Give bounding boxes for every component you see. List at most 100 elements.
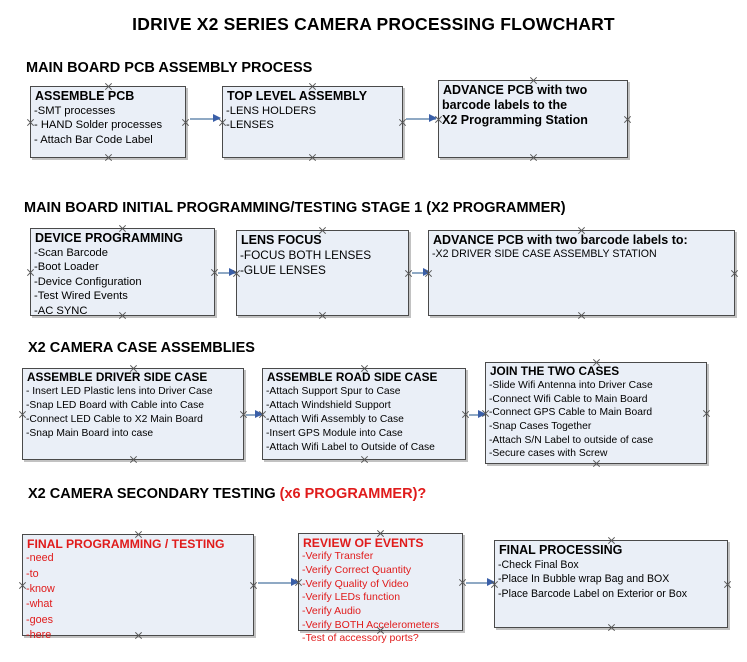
node-item: -Slide Wifi Antenna into Driver Case [489, 379, 653, 391]
node-items: -Verify Transfer -Verify Correct Quantit… [299, 550, 462, 645]
arrow-head-icon [213, 114, 221, 122]
node-item: -need [26, 552, 54, 565]
arrow-head-icon [487, 578, 495, 586]
connector-arrow [466, 578, 495, 587]
section-header-3-text: X2 CAMERA CASE ASSEMBLIES [28, 340, 255, 356]
node-item: -Check Final Box [498, 558, 579, 571]
node-item: -Verify Transfer [302, 550, 374, 563]
node-item: -Snap LED Board with Cable into Case [26, 399, 205, 411]
node-lens-focus[interactable]: LENS FOCUS -FOCUS BOTH LENSES -GLUE LENS… [236, 230, 409, 316]
node-items: barcode labels to the X2 Programming Sta… [439, 98, 627, 129]
node-item: -X2 DRIVER SIDE CASE ASSEMBLY STATION [432, 247, 657, 260]
node-items: -SMT processes - HAND Solder processes -… [31, 104, 185, 148]
node-items: -X2 DRIVER SIDE CASE ASSEMBLY STATION [429, 248, 734, 262]
node-item: -SMT processes [34, 104, 116, 117]
arrow-shaft [466, 582, 494, 584]
node-item: -Secure cases with Screw [489, 448, 608, 460]
resize-handle-bottom[interactable] [129, 455, 138, 464]
section-header-2: MAIN BOARD INITIAL PROGRAMMING/TESTING S… [24, 200, 566, 216]
node-title: LENS FOCUS [241, 233, 322, 247]
arrow-head-icon [229, 268, 237, 276]
resize-handle-bottom[interactable] [104, 153, 113, 162]
node-assemble-pcb[interactable]: ASSEMBLE PCB -SMT processes - HAND Solde… [30, 86, 186, 158]
connector-arrow [246, 410, 263, 419]
node-item: -Connect LED Cable to X2 Main Board [26, 413, 203, 425]
node-item: -Verify BOTH Accelerometers [302, 618, 440, 631]
arrow-shaft [218, 272, 236, 274]
node-title: ASSEMBLE DRIVER SIDE CASE [27, 370, 208, 384]
node-item: -Insert GPS Module into Case [266, 427, 403, 439]
node-advance-pcb-driver-side-case[interactable]: ADVANCE PCB with two barcode labels to: … [428, 230, 735, 316]
node-final-programming-testing[interactable]: FINAL PROGRAMMING / TESTING -need -to -k… [22, 534, 254, 641]
node-item: barcode labels to the [442, 97, 568, 112]
resize-handle-bottom[interactable] [318, 311, 327, 320]
connector-arrow [469, 410, 486, 419]
node-title: FINAL PROGRAMMING / TESTING [27, 537, 225, 551]
node-items: -Attach Support Spur to Case -Attach Win… [263, 385, 465, 455]
resize-handle-bottom[interactable] [308, 153, 317, 162]
section-header-1: MAIN BOARD PCB ASSEMBLY PROCESS [26, 60, 312, 76]
section-header-4-text: X2 CAMERA SECONDARY TESTING [28, 486, 280, 502]
arrow-shaft [258, 582, 298, 584]
connector-arrow [412, 268, 431, 277]
node-item: - HAND Solder processes [34, 119, 163, 132]
arrow-head-icon [423, 268, 431, 276]
node-items: - Insert LED Plastic lens into Driver Ca… [23, 385, 243, 441]
node-item: -Attach Wifi Label to Outside of Case [266, 441, 435, 453]
node-items: -LENS HOLDERS -LENSES [223, 104, 402, 133]
resize-handle-bottom[interactable] [607, 623, 616, 632]
node-item: -Verify Audio [302, 604, 361, 617]
node-items: -Scan Barcode -Boot Loader -Device Confi… [31, 246, 214, 319]
node-item: X2 Programming Station [442, 113, 588, 127]
node-final-processing[interactable]: FINAL PROCESSING -Check Final Box -Place… [494, 540, 728, 628]
node-item: -Verify Correct Quantity [302, 564, 412, 577]
section-header-2-text: MAIN BOARD INITIAL PROGRAMMING/TESTING S… [24, 200, 566, 216]
node-title: ADVANCE PCB with two barcode labels to: [433, 233, 688, 247]
node-item: -goes [26, 613, 54, 626]
node-device-programming[interactable]: DEVICE PROGRAMMING -Scan Barcode -Boot L… [30, 228, 215, 319]
node-item: -Scan Barcode [34, 246, 109, 259]
node-item: -Boot Loader [34, 261, 99, 274]
node-items: -need -to -know -what -goes -here [23, 551, 253, 643]
node-item: -Verify LEDs function [302, 591, 401, 604]
node-title: REVIEW OF EVENTS [303, 536, 424, 550]
resize-handle-bottom[interactable] [529, 153, 538, 162]
node-assemble-road-side-case[interactable]: ASSEMBLE ROAD SIDE CASE -Attach Support … [262, 368, 466, 460]
resize-handle-bottom[interactable] [577, 311, 586, 320]
node-join-the-two-cases[interactable]: JOIN THE TWO CASES -Slide Wifi Antenna i… [485, 362, 707, 464]
node-item: -LENSES [226, 119, 274, 132]
connector-arrow [406, 114, 437, 123]
node-title: ASSEMBLE PCB [35, 89, 135, 103]
node-item: -Device Configuration [34, 275, 142, 288]
node-title: ASSEMBLE ROAD SIDE CASE [267, 370, 438, 384]
node-item: -LENS HOLDERS [226, 104, 317, 117]
resize-handle-right[interactable] [730, 269, 739, 278]
node-item-overflow: -Test of accessory ports? [302, 632, 419, 645]
node-item: -here [26, 629, 52, 642]
section-header-3: X2 CAMERA CASE ASSEMBLIES [28, 340, 255, 356]
arrow-shaft [412, 272, 430, 274]
node-title: DEVICE PROGRAMMING [35, 231, 183, 245]
arrow-shaft [190, 118, 220, 120]
arrow-shaft [469, 414, 485, 416]
section-header-4: X2 CAMERA SECONDARY TESTING (x6 PROGRAMM… [28, 486, 426, 502]
node-review-of-events[interactable]: REVIEW OF EVENTS -Verify Transfer -Verif… [298, 533, 463, 644]
resize-handle-bottom[interactable] [360, 455, 369, 464]
node-item: -FOCUS BOTH LENSES [240, 247, 372, 262]
connector-arrow [190, 114, 221, 123]
node-title: TOP LEVEL ASSEMBLY [227, 89, 368, 103]
node-item: -Verify Quality of Video [302, 577, 409, 590]
node-title: FINAL PROCESSING [499, 543, 623, 557]
node-title: JOIN THE TWO CASES [490, 364, 620, 378]
page-title: IDRIVE X2 SERIES CAMERA PROCESSING FLOWC… [132, 14, 615, 34]
node-item: - Attach Bar Code Label [34, 133, 153, 146]
node-top-level-assembly[interactable]: TOP LEVEL ASSEMBLY -LENS HOLDERS -LENSES [222, 86, 403, 158]
node-item: -to [26, 567, 39, 580]
node-title: ADVANCE PCB with two [443, 83, 588, 97]
node-advance-pcb-programming-station[interactable]: ADVANCE PCB with two barcode labels to t… [438, 80, 628, 158]
node-assemble-driver-side-case[interactable]: ASSEMBLE DRIVER SIDE CASE - Insert LED P… [22, 368, 244, 460]
node-item: - Insert LED Plastic lens into Driver Ca… [26, 385, 213, 397]
node-items: -FOCUS BOTH LENSES -GLUE LENSES [237, 248, 408, 279]
arrow-head-icon [291, 578, 299, 586]
node-item: -know [26, 583, 55, 596]
